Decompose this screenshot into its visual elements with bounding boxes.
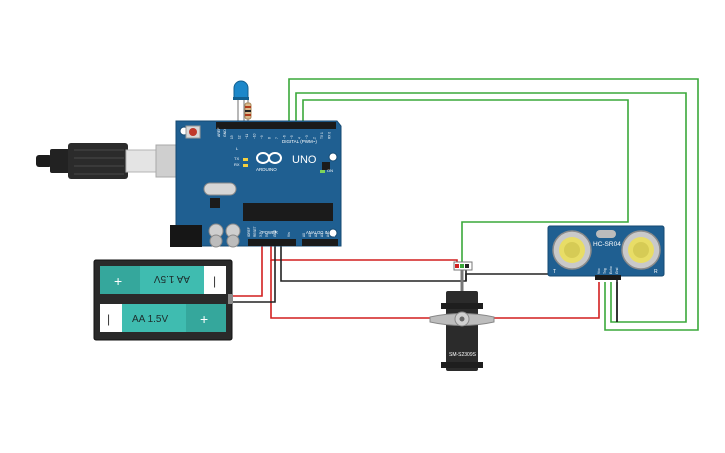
transmitter-transducer <box>552 230 592 270</box>
sensor-model: HC-SR04 <box>593 241 621 248</box>
digital-pin-label: 7 <box>275 137 279 139</box>
analog-pin-label: A0 <box>302 233 306 237</box>
sensor-pin-label: Vcc <box>597 268 601 274</box>
digital-pin-label: TX 1 <box>320 132 324 139</box>
digital-header[interactable] <box>216 122 336 129</box>
board-logo-text: ARDUINO <box>256 167 277 172</box>
power-label: POWER <box>262 230 278 235</box>
led-indicator[interactable] <box>233 80 249 124</box>
digital-pin-label: 8 <box>268 137 272 139</box>
arduino-uno-board[interactable]: UNO ARDUINO DIGITAL (PWM~) POWER ANALOG … <box>170 120 342 248</box>
battery-top-plus: + <box>114 273 122 289</box>
battery-top-label: AA 1.5V <box>154 273 190 284</box>
on-label: ON <box>327 168 333 173</box>
wire-black-gnd-to-servo[interactable] <box>280 246 467 282</box>
digital-pin-label: 4 <box>298 137 302 139</box>
analog-header[interactable] <box>302 239 338 246</box>
digital-pin-label: 13 <box>230 135 234 139</box>
digital-pin-label: ~10 <box>253 133 257 139</box>
battery-bottom-label: AA 1.5V <box>132 314 168 325</box>
atmega-chip <box>243 203 333 221</box>
wire-red-5v-to-servo[interactable] <box>270 246 458 267</box>
analog-pin-label: A3 <box>320 233 324 237</box>
battery-pack[interactable]: + | AA 1.5V | AA 1.5V + <box>93 259 233 341</box>
receiver-transducer <box>621 230 661 270</box>
sensor-pin-label: Gnd <box>615 267 619 274</box>
digital-pin-label: ~11 <box>245 134 249 139</box>
digital-pin-label: ~5 <box>290 135 294 139</box>
wire-green-pin-to-sensor-trig[interactable] <box>295 92 687 323</box>
l-label: L <box>236 146 239 151</box>
servo-motor[interactable]: SM-S2309S <box>429 261 495 371</box>
sensor-r-label: R <box>654 269 658 275</box>
battery-top-minus: | <box>213 274 216 288</box>
battery-cell-top: + | AA 1.5V <box>100 266 226 294</box>
digital-pin-label: ~6 <box>283 135 287 139</box>
power-pin-labels: IOREF RESET 3.3V 5V GND Vin <box>247 226 291 237</box>
pin-gnd-label: GND <box>273 229 277 237</box>
wire-green-pin-to-servo-signal[interactable] <box>302 99 629 267</box>
digital-pin-label: ~9 <box>260 135 264 139</box>
board-brand: UNO <box>292 154 317 166</box>
power-jack[interactable] <box>170 225 202 247</box>
digital-pin-label: ~3 <box>305 135 309 139</box>
wire-green-pin-to-sensor-echo[interactable] <box>288 78 699 331</box>
reset-label: RESET <box>253 226 257 237</box>
digital-pin-label: RX 0 <box>328 132 332 139</box>
battery-bottom-plus: + <box>200 311 208 327</box>
sensor-pin-label: Trig <box>603 268 607 274</box>
digital-label: DIGITAL (PWM~) <box>282 139 317 144</box>
analog-pin-label: A1 <box>308 233 312 237</box>
pin-5v-label: 5V <box>265 232 269 237</box>
arduino-logo <box>256 152 282 164</box>
digital-pin-label: 12 <box>238 135 242 139</box>
sensor-pin-label: Echo <box>609 266 613 274</box>
resistor[interactable] <box>244 100 252 124</box>
battery-cell-bottom: | AA 1.5V + <box>100 304 226 332</box>
battery-bottom-minus: | <box>107 312 110 326</box>
sensor-t-label: T <box>553 269 556 275</box>
servo-model: SM-S2309S <box>449 352 477 358</box>
analog-pin-label: A2 <box>314 233 318 237</box>
rx-label: RX <box>234 162 240 167</box>
ioref-label: IOREF <box>247 227 251 237</box>
tx-label: TX <box>234 156 239 161</box>
wire-black-gnd-to-sensor[interactable] <box>465 273 618 322</box>
analog-label: ANALOG IN <box>306 230 329 235</box>
pin-vin-label: Vin <box>287 232 291 237</box>
pin-3v3-label: 3.3V <box>259 230 263 237</box>
wire-red-battery-plus[interactable] <box>230 246 263 297</box>
aref-label: AREF <box>217 128 221 137</box>
wire-black-battery-minus[interactable] <box>230 246 276 303</box>
analog-pin-label: A4 <box>326 233 330 237</box>
usb-cable <box>36 143 197 179</box>
power-header[interactable] <box>248 239 296 246</box>
analog-pin-label: A5 <box>332 233 336 237</box>
digital-pin-label: 2 <box>313 137 317 139</box>
gnd-label: GND <box>223 129 227 137</box>
